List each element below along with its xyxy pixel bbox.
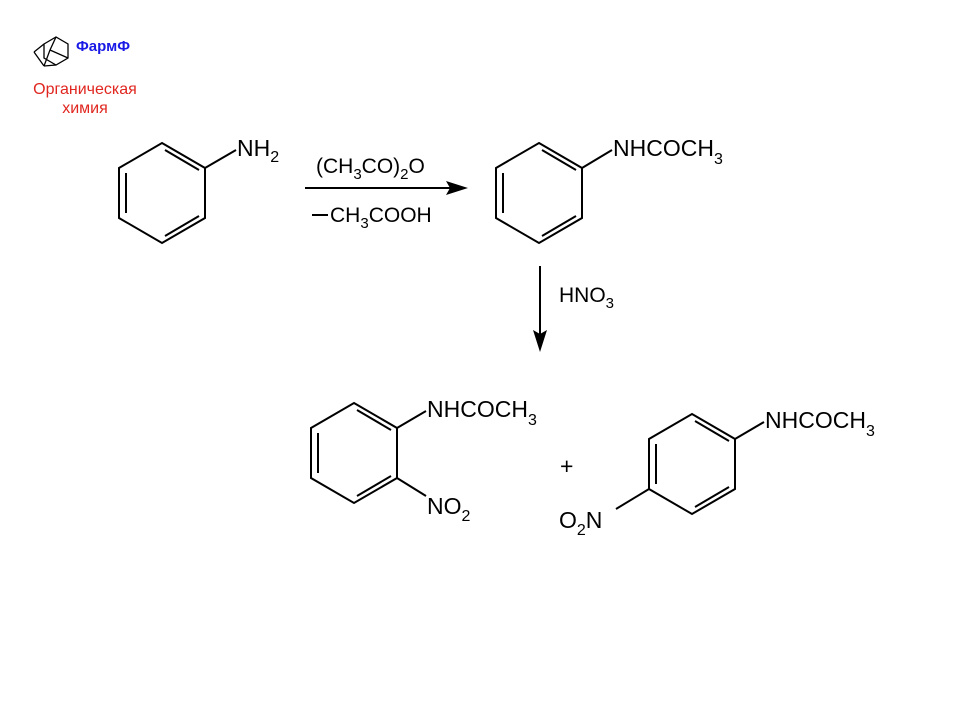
logo-subtitle-line1: Органическая <box>33 81 137 98</box>
logo-title: ФармФ <box>76 38 131 55</box>
acetanilide-ring <box>495 141 613 245</box>
para-acetamido-group: NHCOCH3 <box>765 407 875 440</box>
aniline-nh2: NH2 <box>237 135 279 166</box>
ortho-acetamido-group: NHCOCH3 <box>427 396 537 429</box>
step1-reagent: (CH3CO)2O <box>316 155 425 183</box>
step2-reagent: HNO3 <box>559 284 614 312</box>
para-nitro-group: O2N <box>559 507 602 539</box>
adamantane-icon <box>33 36 69 67</box>
aniline-ring <box>118 141 237 245</box>
step1-byproduct: CH3COOH <box>330 204 432 232</box>
ortho-nitro-group: NO2 <box>427 493 471 525</box>
logo-subtitle-line2: химия <box>62 100 108 117</box>
ortho-product-ring <box>310 401 427 505</box>
step2-arrow <box>533 266 547 352</box>
acetanilide-group: NHCOCH3 <box>613 135 723 168</box>
para-product-ring <box>615 412 765 516</box>
plus-sign: + <box>560 453 573 479</box>
logo-subtitle: Органическая химия <box>20 80 150 118</box>
step1-arrow <box>305 181 468 195</box>
